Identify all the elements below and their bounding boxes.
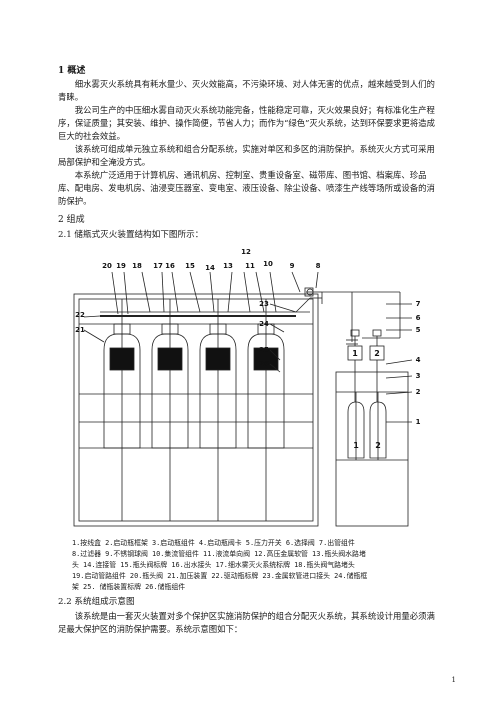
callout-19: 19 bbox=[116, 262, 126, 270]
callout-14: 14 bbox=[205, 264, 215, 272]
structure-diagram: 20 19 18 17 16 15 14 13 12 11 10 9 8 22 … bbox=[73, 248, 421, 527]
callout-23: 23 bbox=[259, 300, 269, 308]
callout-24: 24 bbox=[259, 320, 269, 328]
callout-20: 20 bbox=[102, 262, 112, 270]
heading-composition: 2 组成 bbox=[58, 215, 85, 225]
paragraph-2-2: 该系统是由一套灭火装置对多个保护区实施消防保护的组合分配灭火系统，其系统设计用量… bbox=[58, 611, 435, 634]
section-2-1-title: 2.1 储瓶式灭火装置结构如下图所示： bbox=[58, 230, 204, 240]
paragraph-2: 我公司生产的中压细水雾自动灭火系统功能完备，性能稳定可靠，灭火效果良好；有标准化… bbox=[58, 105, 436, 141]
legend-line: 头 14.连接管 15.瓶头阀标牌 16.出水接头 17.细水雾灭火系统标牌 1… bbox=[72, 561, 355, 569]
callout-3: 3 bbox=[416, 372, 421, 380]
cylinder-label-1: 1 bbox=[353, 441, 359, 450]
callout-12: 12 bbox=[241, 248, 251, 256]
callout-1: 1 bbox=[416, 418, 421, 426]
callout-4: 4 bbox=[416, 356, 421, 364]
cylinder-2 bbox=[151, 323, 189, 449]
callout-8: 8 bbox=[316, 262, 321, 270]
page-number: 1 bbox=[451, 676, 456, 684]
callout-18: 18 bbox=[132, 262, 142, 270]
callout-11: 11 bbox=[245, 262, 255, 270]
callout-5: 5 bbox=[416, 326, 421, 334]
callout-17: 17 bbox=[153, 262, 163, 270]
cylinder-label-2: 2 bbox=[375, 441, 381, 450]
selector-label-2: 2 bbox=[374, 349, 380, 358]
callout-10: 10 bbox=[263, 260, 273, 268]
callout-21: 21 bbox=[75, 326, 85, 334]
legend-line: 架 25. 储瓶装置标牌 26.储瓶组件 bbox=[72, 583, 186, 591]
paragraph-3: 该系统可组成单元独立系统和组合分配系统，实施对单区和多区的消防保护。系统灭火方式… bbox=[58, 144, 435, 167]
cylinder-3 bbox=[199, 323, 237, 449]
selector-label-1: 1 bbox=[352, 349, 358, 358]
callout-26: 26 bbox=[259, 360, 269, 368]
legend-line: 1.按线盒 2.启动瓶框架 3.启动瓶组件 4.启动瓶阀卡 5.压力开关 6.选… bbox=[72, 539, 355, 547]
paragraph-1: 细水雾灭火系统具有耗水量少、灭火效能高，不污染环境、对人体无害的优点，越来越受到… bbox=[58, 79, 435, 102]
legend-line: 19.启动管路组件 20.瓶头阀 21.加压装置 22.驱动瓶标牌 23.金属软… bbox=[72, 572, 368, 580]
parts-legend: 1.按线盒 2.启动瓶框架 3.启动瓶组件 4.启动瓶阀卡 5.压力开关 6.选… bbox=[72, 538, 432, 593]
callout-7: 7 bbox=[416, 300, 421, 308]
cylinder-4 bbox=[247, 323, 285, 449]
heading-overview: 1 概述 bbox=[58, 66, 86, 76]
callout-9: 9 bbox=[290, 262, 295, 270]
callout-15: 15 bbox=[185, 262, 195, 270]
paragraph-4: 本系统广泛适用于计算机房、通讯机房、控制室、贵重设备室、磁带库、图书馆、档案库、… bbox=[58, 170, 435, 206]
legend-line: 8.过滤器 9.不锈钢球阀 10.集流管组件 11.液流单向阀 12.高压金属软… bbox=[72, 550, 366, 558]
callout-25: 25 bbox=[259, 346, 269, 354]
callout-16: 16 bbox=[165, 262, 175, 270]
callout-6: 6 bbox=[416, 314, 421, 322]
section-2-2-title: 2.2 系统组成示意图 bbox=[58, 597, 135, 607]
callout-22: 22 bbox=[75, 311, 85, 319]
cylinder-1 bbox=[103, 323, 141, 449]
callout-13: 13 bbox=[223, 262, 233, 270]
callout-2: 2 bbox=[416, 388, 421, 396]
